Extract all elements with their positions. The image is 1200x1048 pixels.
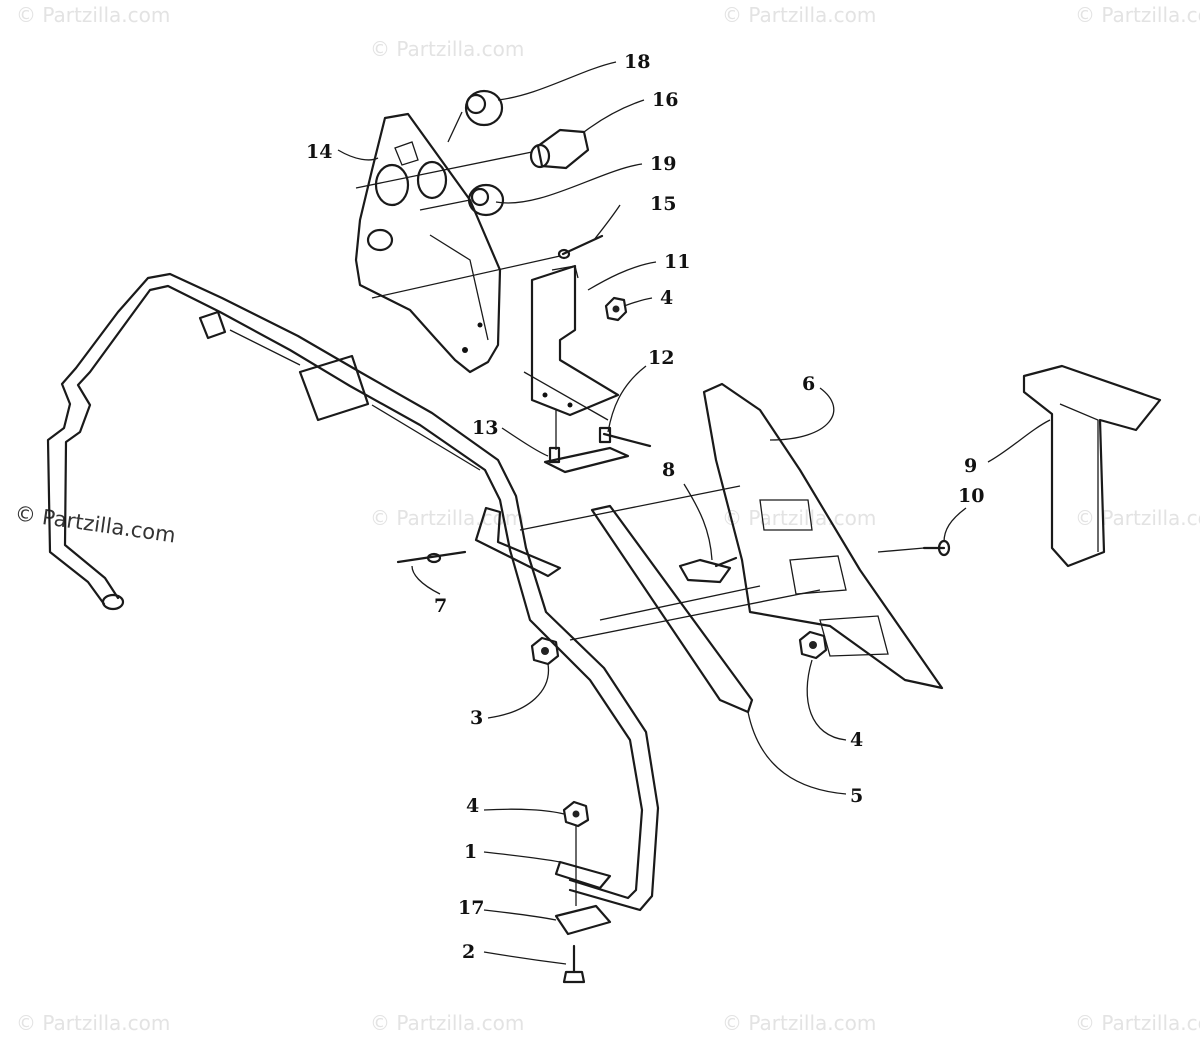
callout-7: 7 (434, 595, 447, 617)
callout-14: 14 (306, 141, 332, 163)
part-17-plate (554, 904, 612, 936)
callout-9: 9 (964, 455, 977, 477)
watermark: © Partzilla.com (1075, 506, 1200, 530)
part-4-nut-lower (562, 800, 590, 828)
part-7-pin (396, 550, 467, 564)
part-16-bushing (529, 128, 590, 170)
callout-4-lower: 4 (466, 795, 479, 817)
callout-4-right: 4 (850, 729, 863, 751)
part-3-nut (530, 636, 560, 666)
callout-4-upper: 4 (660, 287, 673, 309)
watermark: © Partzilla.com (370, 37, 524, 61)
part-14-side-plate (354, 112, 502, 374)
callout-15: 15 (650, 193, 676, 215)
callout-8: 8 (662, 459, 675, 481)
part-10-screw (922, 539, 951, 557)
callout-3: 3 (470, 707, 483, 729)
part-13-plate (543, 446, 630, 474)
leader-lines (337, 61, 1051, 965)
callout-10: 10 (958, 485, 984, 507)
callout-19: 19 (650, 153, 676, 175)
part-9-foam-pad (1022, 364, 1162, 568)
callout-13: 13 (472, 417, 498, 439)
callout-18: 18 (624, 51, 650, 73)
part-4-nut-right (798, 630, 828, 660)
callout-2: 2 (462, 941, 475, 963)
part-11-bracket (530, 264, 620, 417)
callout-6: 6 (802, 373, 815, 395)
watermark: © Partzilla.com (722, 1011, 876, 1035)
callout-12: 12 (648, 347, 674, 369)
watermark: © Partzilla.com (16, 1011, 170, 1035)
watermark: © Partzilla.com (370, 1011, 524, 1035)
watermark: © Partzilla.com (16, 3, 170, 27)
part-5-mesh-screen (590, 504, 754, 714)
part-15-pin (557, 234, 604, 260)
part-2-bolt (562, 944, 586, 984)
part-6-side-panel (702, 382, 944, 690)
watermarks: © Partzilla.com © Partzilla.com © Partzi… (13, 3, 1200, 1035)
callout-5: 5 (850, 785, 863, 807)
part-8-bolt (678, 556, 738, 584)
watermark: © Partzilla.com (1075, 3, 1200, 27)
assembly-lines (355, 111, 925, 906)
part-4-nut-upper (604, 296, 628, 322)
watermark: © Partzilla.com (722, 506, 876, 530)
part-18-grommet (464, 89, 504, 127)
bumper-tube (46, 272, 660, 912)
callout-11: 11 (664, 251, 690, 273)
watermark-prominent: © Partzilla.com (13, 501, 177, 547)
callout-17: 17 (458, 897, 484, 919)
part-19-grommet (467, 183, 505, 217)
callout-1: 1 (464, 841, 477, 863)
part-12-stud (598, 426, 652, 448)
callout-16: 16 (652, 89, 678, 111)
callout-labels: 18 16 14 19 15 11 4 12 6 13 9 8 10 7 3 4… (306, 51, 984, 963)
watermark: © Partzilla.com (722, 3, 876, 27)
watermark: © Partzilla.com (1075, 1011, 1200, 1035)
